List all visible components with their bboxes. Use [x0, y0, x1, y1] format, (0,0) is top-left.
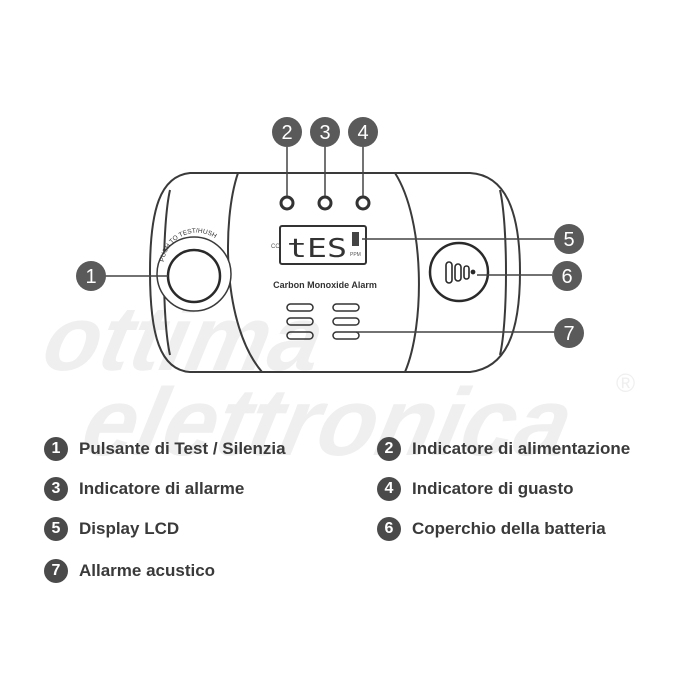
led-indicators — [279, 195, 371, 211]
device-outer-shell — [148, 172, 522, 373]
device-inner-panel — [227, 172, 420, 373]
callout-1: 1 — [76, 261, 106, 291]
callout-5: 5 — [554, 224, 584, 254]
legend-text: Coperchio della batteria — [412, 519, 606, 538]
callout-6: 6 — [552, 261, 582, 291]
legend-text: Indicatore di allarme — [79, 479, 245, 498]
leader-lines — [105, 147, 555, 333]
legend-text: Indicatore di alimentazione — [412, 439, 631, 458]
callout-4: 4 — [348, 117, 378, 147]
test-button-cap — [166, 248, 222, 304]
callout-3-label: 3 — [319, 122, 330, 144]
callout-7-label: 7 — [563, 323, 574, 345]
legend-item-5: 5 Display LCD — [44, 516, 179, 542]
legend-item-4: 4 Indicatore di guasto — [377, 476, 574, 502]
grille-slot — [332, 317, 360, 326]
legend-number: 2 — [377, 437, 401, 461]
callout-2-label: 2 — [281, 122, 292, 144]
callout-1-label: 1 — [85, 266, 96, 288]
lcd-bargraph — [352, 232, 359, 246]
legend-number: 1 — [44, 437, 68, 461]
device-right-seam — [499, 189, 507, 356]
legend-text: Pulsante di Test / Silenzia — [79, 439, 286, 458]
battery-cover-ring — [428, 241, 490, 303]
legend-number: 6 — [377, 517, 401, 541]
lcd-co-label: CO — [271, 244, 280, 250]
callout-2: 2 — [272, 117, 302, 147]
callout-6-label: 6 — [561, 266, 572, 288]
lcd-readout: tES — [287, 234, 347, 264]
lcd-frame — [279, 225, 367, 265]
callout-5-label: 5 — [563, 229, 574, 251]
callout-3: 3 — [310, 117, 340, 147]
battery-cover — [428, 241, 490, 303]
lcd-display: CO tES PPM — [271, 225, 367, 265]
grille-slot — [332, 331, 360, 340]
grille-slot — [286, 303, 314, 312]
speaker-grille — [286, 303, 360, 340]
legend-number: 5 — [44, 517, 68, 541]
led-alarm — [317, 195, 333, 211]
lcd-ppm-label: PPM — [350, 252, 361, 258]
legend-number: 4 — [377, 477, 401, 501]
callout-badges: 1 2 3 4 5 6 7 — [76, 117, 584, 348]
legend-number: 3 — [44, 477, 68, 501]
legend-text: Indicatore di guasto — [412, 479, 574, 498]
watermark-registered: ® — [616, 368, 635, 398]
grille-slot — [286, 317, 314, 326]
legend-number: 7 — [44, 559, 68, 583]
legend-item-6: 6 Coperchio della batteria — [377, 516, 606, 542]
led-power — [279, 195, 295, 211]
legend-item-2: 2 Indicatore di alimentazione — [377, 436, 630, 462]
legend-item-1: 1 Pulsante di Test / Silenzia — [44, 436, 286, 462]
callout-4-label: 4 — [357, 122, 368, 144]
test-hush-button: PUSH TO TEST/HUSH — [156, 228, 232, 312]
grille-slot — [332, 303, 360, 312]
model-label: Carbon Monoxide Alarm — [273, 280, 377, 290]
led-fault — [355, 195, 371, 211]
callout-7: 7 — [554, 318, 584, 348]
legend-text: Display LCD — [79, 519, 180, 538]
grille-slot — [286, 331, 314, 340]
watermark-line2: elettronica — [74, 368, 582, 476]
legend-item-3: 3 Indicatore di allarme — [44, 476, 244, 502]
legend-item-7: 7 Allarme acustico — [44, 558, 215, 584]
legend-text: Allarme acustico — [79, 561, 216, 580]
battery-cover-grip-icon — [445, 261, 476, 284]
